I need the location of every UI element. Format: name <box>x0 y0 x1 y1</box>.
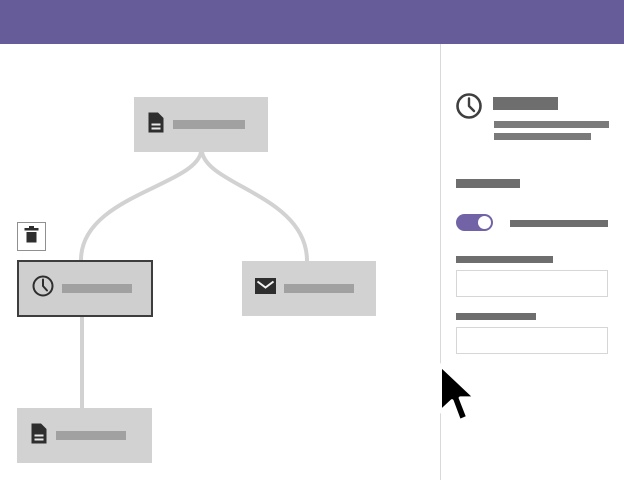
panel-title-placeholder <box>493 97 558 110</box>
text-input-2[interactable] <box>456 327 608 354</box>
trash-icon <box>23 225 40 248</box>
field-label-placeholder <box>456 313 536 320</box>
section-label-placeholder <box>456 179 520 188</box>
node-label-placeholder <box>173 120 245 129</box>
delete-node-button[interactable] <box>17 222 46 251</box>
connector-start-timer <box>79 150 203 262</box>
node-end-document[interactable] <box>17 408 152 463</box>
connector-lines <box>79 150 309 408</box>
toggle-switch-on[interactable] <box>456 214 493 231</box>
panel-description-placeholder <box>494 121 609 128</box>
node-timer-selected[interactable] <box>17 260 153 317</box>
text-input-1[interactable] <box>456 270 608 297</box>
node-label-placeholder <box>62 284 132 293</box>
node-start-document[interactable] <box>134 97 268 152</box>
properties-panel <box>440 44 624 480</box>
connector-start-email <box>200 150 309 263</box>
node-label-placeholder <box>56 431 126 440</box>
panel-description-placeholder <box>494 133 591 140</box>
field-label-placeholder <box>456 256 553 263</box>
document-icon <box>30 423 48 449</box>
node-email[interactable] <box>242 261 376 316</box>
clock-icon <box>32 275 54 302</box>
workflow-canvas[interactable] <box>0 44 440 480</box>
clock-icon <box>455 92 483 125</box>
mail-icon <box>255 278 276 299</box>
node-label-placeholder <box>284 284 354 293</box>
toggle-knob <box>478 216 491 229</box>
toggle-label-placeholder <box>510 220 608 227</box>
document-icon <box>147 112 165 138</box>
app-header <box>0 0 624 44</box>
